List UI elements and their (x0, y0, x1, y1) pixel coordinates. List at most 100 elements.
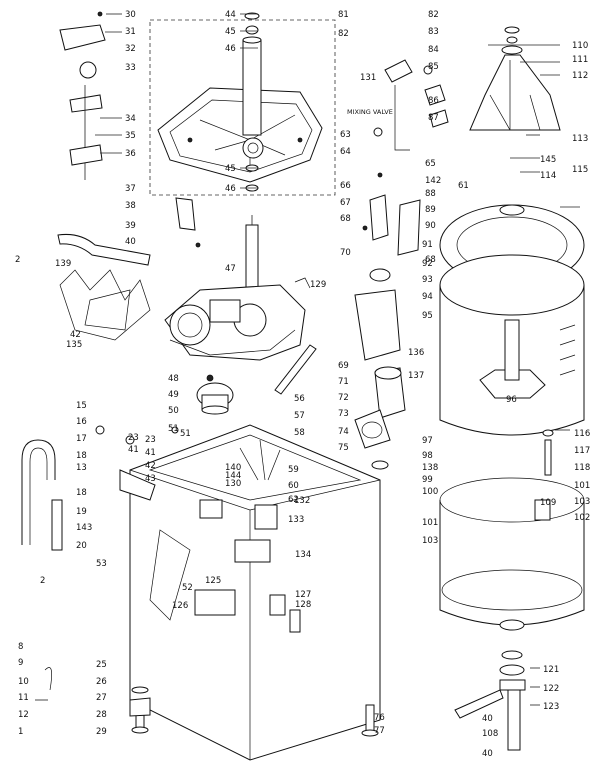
part-label: 68 (425, 255, 436, 265)
part-label: 82 (338, 29, 349, 39)
part-label: 70 (340, 248, 351, 258)
part-label: 90 (425, 221, 436, 231)
agitator (469, 26, 561, 131)
part-label: 46 (225, 184, 236, 194)
part-label: 58 (294, 428, 305, 438)
part-label: 57 (294, 411, 305, 421)
part-label: 99 (422, 475, 433, 485)
part-label: 131 (360, 73, 376, 83)
fasteners (35, 11, 383, 717)
part-label: 87 (428, 113, 439, 123)
transmission-gearcase (164, 215, 306, 361)
part-label: 61 (458, 181, 469, 191)
part-label: 71 (338, 377, 349, 387)
part-label: 88 (425, 189, 436, 199)
part-label: 47 (225, 264, 236, 274)
part-label: 69 (338, 361, 349, 371)
part-label: 18 (76, 488, 87, 498)
part-label: 84 (428, 45, 439, 55)
part-label: 51 (168, 424, 179, 434)
part-label: 64 (340, 147, 351, 157)
part-label: 93 (422, 275, 433, 285)
part-label: 122 (543, 684, 559, 694)
part-label: 113 (572, 134, 588, 144)
part-label: 126 (172, 601, 188, 611)
part-label: 30 (125, 10, 136, 20)
mounting-plate-assembly (149, 12, 336, 196)
part-label: 137 (408, 371, 424, 381)
part-label: 114 (540, 171, 556, 181)
part-label: 39 (125, 221, 136, 231)
part-label: 95 (422, 311, 433, 321)
part-label: 28 (96, 710, 107, 720)
part-label: 2 (15, 255, 20, 265)
part-label: 130 (225, 479, 241, 489)
part-label: 23 (145, 435, 156, 445)
part-label: 101 (422, 518, 438, 528)
part-label: 134 (295, 550, 311, 560)
part-label: 27 (96, 693, 107, 703)
part-label: 86 (428, 96, 439, 106)
part-label: 10 (18, 677, 29, 687)
part-label: 18 (76, 451, 87, 461)
part-label: 111 (572, 55, 588, 65)
part-label: 109 (540, 498, 556, 508)
part-label: 32 (125, 44, 136, 54)
part-label: 117 (574, 446, 590, 456)
part-label: 67 (340, 198, 351, 208)
part-label: 43 (145, 474, 156, 484)
coupling-parts (171, 374, 234, 434)
part-label: 123 (543, 702, 559, 712)
part-label: 33 (125, 63, 136, 73)
part-label: 19 (76, 507, 87, 517)
part-label: 112 (572, 71, 588, 81)
part-number-labels: 30 31 32 33 34 35 36 37 38 39 40 42 135 … (15, 10, 590, 759)
part-label: 101 (574, 481, 590, 491)
part-label: 133 (288, 515, 304, 525)
part-label: 40 (482, 749, 493, 759)
part-label: 31 (125, 27, 136, 37)
part-label: 11 (18, 693, 29, 703)
part-label: 116 (574, 429, 590, 439)
part-label: 45 (225, 164, 236, 174)
part-label: 62 (288, 495, 299, 505)
part-label: 50 (168, 406, 179, 416)
part-label: 23 (128, 433, 139, 443)
part-label: 29 (96, 727, 107, 737)
part-label: 72 (338, 393, 349, 403)
part-label: 110 (572, 41, 588, 51)
part-label: 42 (70, 330, 81, 340)
part-label: 15 (76, 401, 87, 411)
part-label: 89 (425, 205, 436, 215)
part-label: 81 (338, 10, 349, 20)
wash-basket (439, 254, 585, 436)
part-label: 68 (340, 214, 351, 224)
part-label: 82 (428, 10, 439, 20)
part-label: 118 (574, 463, 590, 473)
part-label: 26 (96, 677, 107, 687)
pump-bracket-parts (354, 194, 421, 470)
part-label: 66 (340, 181, 351, 191)
part-label: 94 (422, 292, 433, 302)
pump-and-fittings (454, 429, 554, 751)
part-label: 40 (125, 237, 136, 247)
part-label: 129 (310, 280, 326, 290)
part-label: 44 (225, 10, 236, 20)
part-label: 16 (76, 417, 87, 427)
part-label: 91 (422, 240, 433, 250)
part-label: 143 (76, 523, 92, 533)
cabinet (129, 424, 381, 761)
part-label: 17 (76, 434, 87, 444)
leader-lines (95, 13, 580, 706)
mixing-valve-parts (373, 59, 449, 151)
part-label: 92 (422, 259, 433, 269)
part-label: 53 (96, 559, 107, 569)
part-label: 56 (294, 394, 305, 404)
part-label: 128 (295, 600, 311, 610)
part-label: 45 (225, 27, 236, 37)
part-label: 35 (125, 131, 136, 141)
part-label: 52 (182, 583, 193, 593)
part-label: 108 (482, 729, 498, 739)
part-label: 51 (180, 429, 191, 439)
